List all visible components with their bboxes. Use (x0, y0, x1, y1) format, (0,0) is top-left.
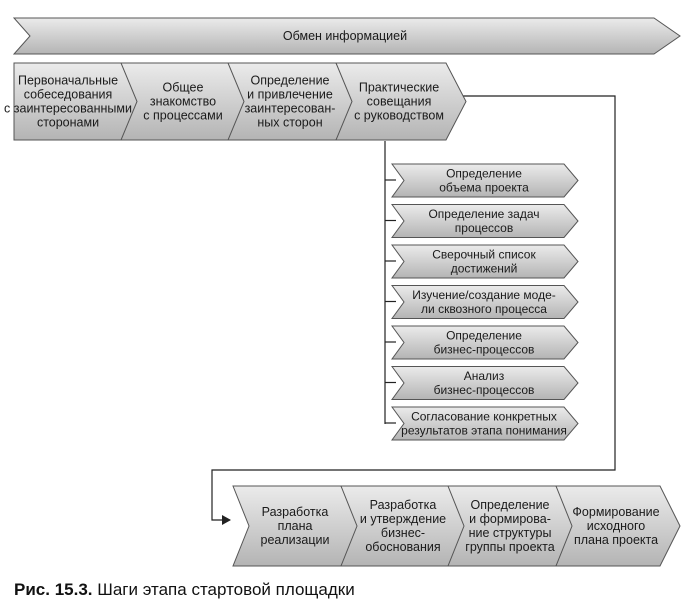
top-step-3-label-line: и привлечение (247, 88, 333, 102)
sub-step-3-label-line: Сверочный список (432, 248, 536, 262)
bottom-step-4-shape (555, 485, 681, 567)
bottom-step-2-label-line: обоснования (365, 540, 440, 554)
sub-step-4-label-line: ли сквозного процесса (421, 302, 547, 316)
top-step-2-label-line: знакомство (150, 95, 216, 109)
sub-step-3-shape (391, 244, 579, 279)
connector-top-to-bottom (211, 95, 616, 525)
top-step-3-label-line: заинтересован- (245, 102, 336, 116)
sub-step-1-label-line: объема проекта (439, 181, 529, 195)
sub-step-3-label-line: достижений (451, 262, 518, 276)
bottom-step-3-label-line: группы проекта (465, 540, 554, 554)
bottom-step-1-label-line: реализации (261, 533, 330, 547)
sub-step-1-shape (391, 163, 579, 198)
top-step-4-label-line: с руководством (354, 109, 444, 123)
top-step-4-shape (335, 62, 467, 141)
top-step-2-label-line: с процессами (143, 109, 222, 123)
sub-step-4-label-line: Изучение/создание моде- (412, 288, 556, 302)
top-step-3-label-line: ных сторон (257, 116, 322, 130)
top-step-3-label-line: Определение (250, 74, 329, 88)
top-step-2-label-line: Общее (163, 81, 204, 95)
top-step-1-label-line: собеседования (24, 88, 113, 102)
bottom-step-4-label-line: плана проекта (574, 533, 658, 547)
bottom-step-4-label-line: исходного (587, 519, 645, 533)
figure-caption: Рис. 15.3. Шаги этапа стартовой площадки (14, 580, 355, 600)
sub-step-2-label-line: процессов (455, 221, 513, 235)
sub-step-7-label-line: Согласование конкретных (411, 410, 557, 424)
banner-information-exchange-shape (12, 17, 681, 55)
sub-step-6-label-line: Анализ (464, 369, 505, 383)
sub-step-6-shape (391, 366, 579, 400)
bottom-step-2-label-line: Разработка (370, 498, 437, 512)
bottom-step-3-label-line: и формирова- (469, 512, 551, 526)
figure-title: Шаги этапа стартовой площадки (97, 580, 355, 599)
sub-step-7-shape (391, 406, 579, 441)
top-step-1-label-line: Первоначальные (18, 74, 118, 88)
sub-step-2-shape (391, 204, 579, 238)
sub-step-5-shape (391, 325, 579, 360)
bottom-step-2-label-line: и утверждение (360, 512, 446, 526)
sub-step-5-label-line: бизнес-процессов (434, 343, 535, 357)
bottom-step-2-label-line: бизнес- (381, 526, 425, 540)
sub-step-4-shape (391, 285, 579, 319)
bottom-step-1-label-line: плана (278, 519, 313, 533)
banner-information-exchange-label-line: Обмен информацией (283, 29, 407, 43)
top-step-1-label-line: сторонами (37, 116, 99, 130)
figure-number: Рис. 15.3. (14, 580, 93, 599)
bottom-step-4-label-line: Формирование (572, 505, 659, 519)
top-step-1-label-line: с заинтересованными (4, 102, 132, 116)
connectors (211, 95, 616, 525)
sub-step-7-label-line: результатов этапа понимания (401, 424, 567, 438)
bottom-step-3-label-line: Определение (470, 498, 549, 512)
sub-step-2-label-line: Определение задач (428, 207, 539, 221)
sub-step-4: Изучение/создание моде-ли сквозного проц… (391, 285, 579, 319)
top-step-4-label-line: совещания (367, 95, 432, 109)
bottom-step-1-label-line: Разработка (262, 505, 329, 519)
banner-information-exchange: Обмен информацией (12, 17, 681, 55)
sub-step-6-label-line: бизнес-процессов (434, 383, 535, 397)
sub-step-1-label-line: Определение (446, 167, 522, 181)
bottom-step-3-label-line: ние структуры (469, 526, 552, 540)
top-step-4-label-line: Практические (359, 81, 439, 95)
sub-step-5-label-line: Определение (446, 329, 522, 343)
